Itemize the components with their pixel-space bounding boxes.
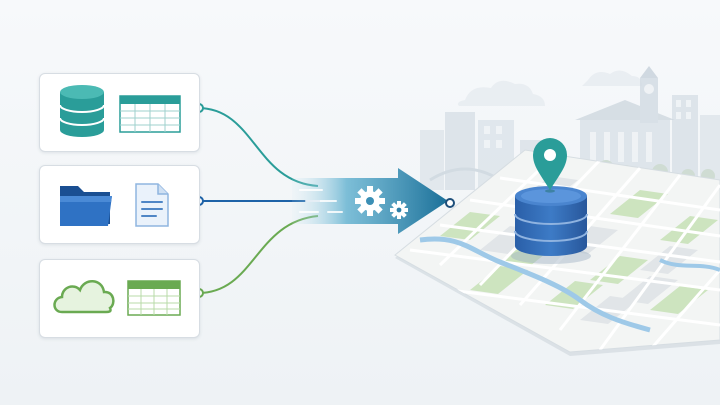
arrow-end-dot (445, 198, 455, 208)
source-card-files (39, 165, 200, 244)
table-icon (127, 280, 181, 316)
gear-icon (355, 186, 385, 216)
location-pin-icon (533, 138, 567, 193)
folder-icon (60, 186, 112, 226)
river (419, 236, 651, 333)
source-card-database (39, 73, 200, 152)
database-icon (59, 85, 105, 137)
database-icon (511, 186, 591, 264)
table-icon (119, 95, 181, 133)
document-icon (135, 183, 169, 227)
cloud-icon (53, 280, 115, 314)
source-card-cloud (39, 259, 200, 338)
small-gear-icon (390, 201, 408, 219)
